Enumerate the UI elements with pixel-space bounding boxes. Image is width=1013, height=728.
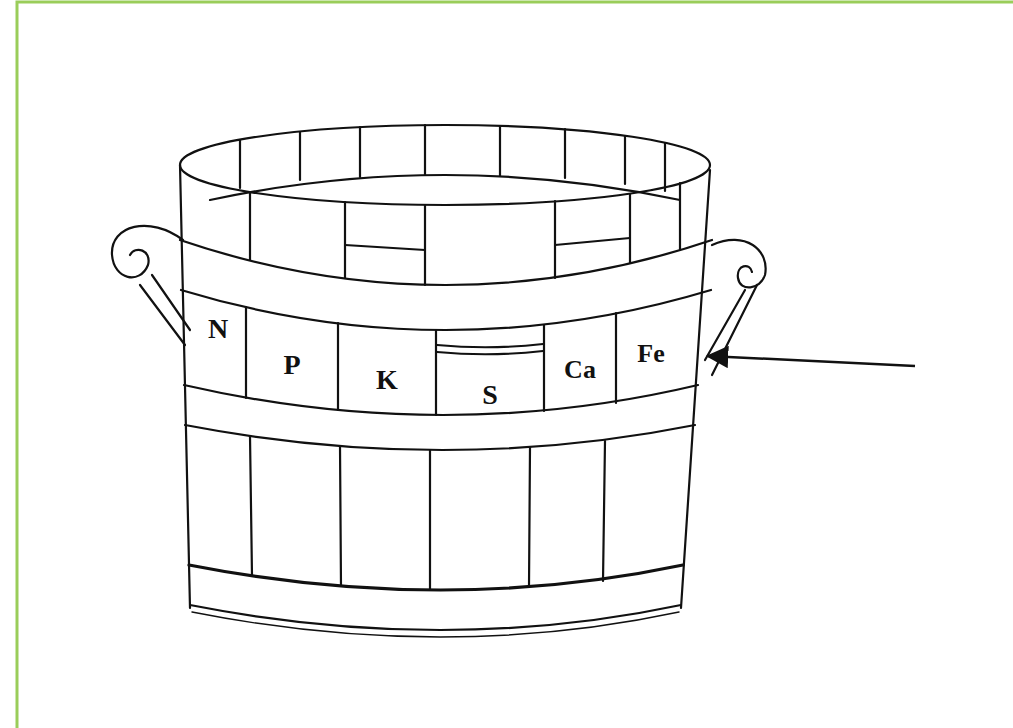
bottom-band (189, 565, 683, 590)
nutrient-label: K (376, 364, 398, 396)
inner-rim (210, 175, 680, 200)
nutrient-label: Ca (564, 354, 596, 386)
pointer-arrow (708, 356, 915, 366)
lower-staves (250, 436, 605, 590)
upper-staves (250, 183, 680, 285)
short-stave-top (437, 344, 543, 354)
barrel-stave: K (338, 326, 436, 411)
handle (112, 226, 183, 278)
barrel-stave: N (190, 305, 246, 390)
back-staves (240, 125, 665, 191)
nutrient-label: Fe (637, 338, 664, 370)
barrel-outline (112, 125, 766, 637)
nutrient-label: S (482, 379, 498, 411)
barrel-stave: Fe (616, 310, 686, 390)
barrel-sides (180, 165, 710, 608)
rim (180, 125, 710, 205)
bottom-band (190, 605, 681, 630)
barrel-stave: Ca (544, 322, 616, 407)
barrel-stave: P (246, 316, 338, 396)
hoop (181, 290, 711, 330)
handle (140, 275, 190, 345)
stave-notch (345, 238, 630, 250)
hoop (180, 240, 712, 285)
barrel-stave: S (436, 352, 544, 412)
stave-dividers (246, 307, 616, 415)
hoop (185, 425, 695, 450)
frame (17, 2, 1013, 728)
handle (705, 285, 757, 375)
bottom-edge (192, 612, 679, 637)
handle (712, 240, 766, 288)
nutrient-label: N (208, 313, 228, 345)
hoop (184, 385, 698, 415)
nutrient-label: P (283, 349, 300, 381)
